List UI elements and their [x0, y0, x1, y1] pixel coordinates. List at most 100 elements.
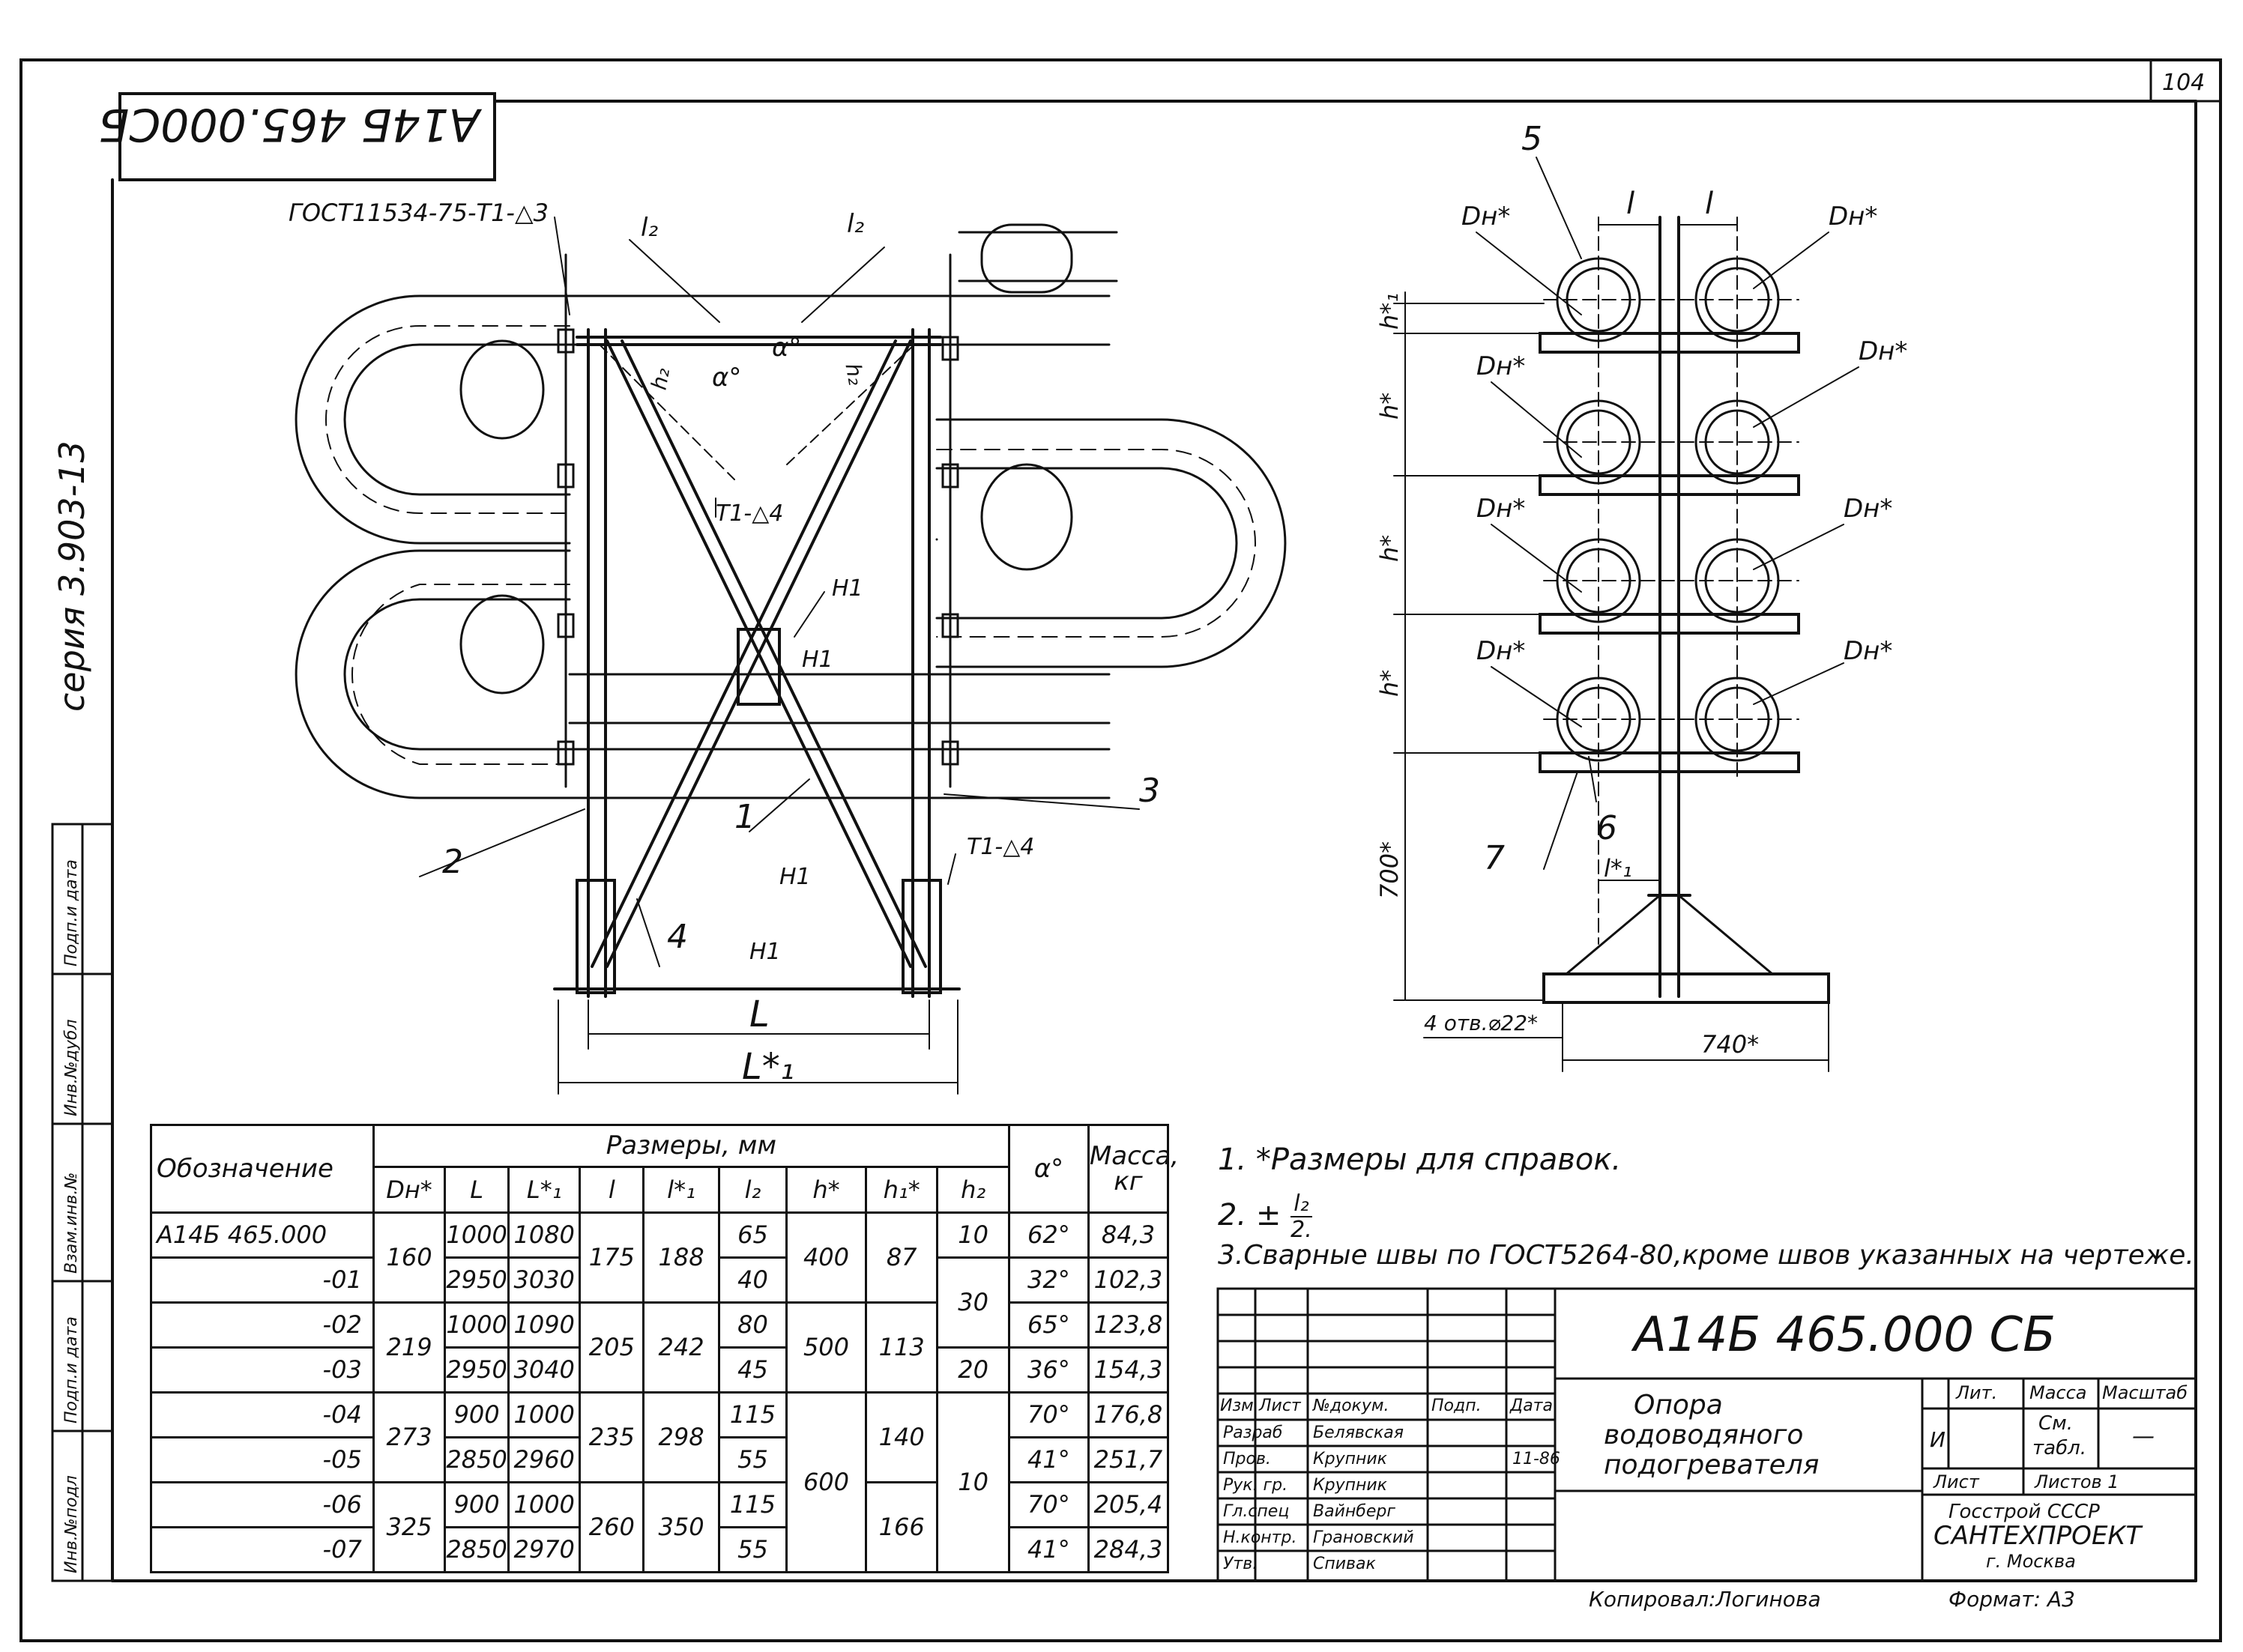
title-line-3: подогревателя: [1604, 1450, 1820, 1480]
cell-h: 600: [785, 1391, 867, 1574]
dn-label-8: Dн*: [1844, 636, 1892, 666]
name-5: Спивак: [1313, 1555, 1376, 1573]
cell-h1: 166: [864, 1480, 939, 1574]
cell-h1: 87: [864, 1211, 939, 1304]
cell-des: -05: [150, 1435, 375, 1483]
cell-l: 205: [579, 1301, 645, 1394]
h2-right-label: h₂: [841, 361, 869, 387]
specification-table: Обозначение Размеры, мм α° Масса, кг Dн*…: [150, 1124, 1179, 1574]
cell-L: 1000: [444, 1211, 510, 1259]
col-L1: L*₁: [507, 1165, 582, 1214]
col-mass: Масса, кг: [1087, 1124, 1179, 1214]
cell-L: 900: [444, 1480, 510, 1528]
mass-value-2: табл.: [2032, 1437, 2086, 1459]
cell-l2: 115: [717, 1391, 788, 1438]
title-line-2: водоводяного: [1604, 1420, 1804, 1450]
dim-l-right: l: [1705, 187, 1713, 221]
rotated-doc-code: А14Б 465.000СБ: [98, 98, 483, 151]
gost-weld-label: ГОСТ11534-75-Т1-△3: [289, 199, 549, 227]
hdr-podp: Подп.: [1431, 1397, 1482, 1415]
stamp-podp-data-1: Подп.и дата: [62, 1316, 81, 1423]
stamp-inv-podl: Инв.№подл: [62, 1475, 81, 1573]
sheets-label: Листов 1: [2035, 1471, 2119, 1492]
col-L: L: [444, 1165, 510, 1214]
cell-dn: 273: [372, 1391, 447, 1483]
table-row: А14Б 465.000 160 1000 1080 175 188 65 40…: [150, 1211, 1170, 1304]
cell-l2: 65: [717, 1211, 788, 1259]
cell-l: 175: [579, 1211, 645, 1304]
role-1: Пров.: [1223, 1450, 1271, 1468]
cell-alpha: 36°: [1007, 1346, 1090, 1394]
dim-700: 700*: [1375, 841, 1404, 899]
hdr-izm: Изм: [1220, 1397, 1254, 1415]
dim-740: 740*: [1701, 1030, 1759, 1059]
cell-alpha: 41°: [1007, 1525, 1090, 1574]
name-0: Белявская: [1313, 1423, 1404, 1442]
series-label: серия 3.903-13: [52, 441, 92, 712]
cell-dn: 160: [372, 1211, 447, 1304]
col-l1: l*₁: [642, 1165, 720, 1214]
cell-dn: 219: [372, 1301, 447, 1394]
h1-mark-d: Н1: [749, 939, 781, 965]
cell-des: -01: [150, 1256, 375, 1304]
holes-label: 4 отв.⌀22*: [1424, 1011, 1538, 1035]
table-row: -02 219 1000 1090 205 242 80 500 113 65°…: [150, 1301, 1170, 1394]
alpha-right-label: α°: [772, 333, 801, 363]
col-l2: l₂: [717, 1165, 788, 1214]
table-row: -04 273 900 1000 235 298 115 600 140 10 …: [150, 1391, 1170, 1574]
note-2-numerator: l₂: [1290, 1191, 1312, 1217]
table-row: -05 2850 2960 55 41° 251,7: [150, 1435, 1170, 1483]
title-block-lines: [1216, 1287, 2197, 1582]
org-santekhproekt: САНТЕХПРОЕКТ: [1933, 1521, 2142, 1551]
col-alpha: α°: [1007, 1124, 1090, 1214]
cell-h1: 113: [864, 1301, 939, 1394]
name-1: Крупник: [1313, 1450, 1387, 1468]
dn-label-6: Dн*: [1844, 494, 1892, 524]
cell-mass: 84,3: [1087, 1211, 1170, 1259]
cell-h2: 30: [936, 1256, 1010, 1349]
position-6: 6: [1596, 809, 1617, 847]
weld-t1-d4-top: Т1-△4: [716, 500, 783, 527]
cell-alpha: 65°: [1007, 1301, 1090, 1349]
cell-des: -07: [150, 1525, 375, 1574]
col-designation: Обозначение: [150, 1124, 375, 1214]
role-2: Рук. гр.: [1223, 1476, 1288, 1495]
cell-l: 235: [579, 1391, 645, 1483]
cell-L1: 1000: [507, 1480, 582, 1528]
weld-t1-d4-bottom: Т1-△4: [967, 834, 1034, 860]
rotated-code-box: [118, 92, 496, 181]
note-3: 3.Сварные швы по ГОСТ5264-80,кроме швов …: [1218, 1240, 2194, 1271]
table-row: -07 2850 2970 55 41° 284,3: [150, 1525, 1170, 1574]
left-view-dimensions: [419, 217, 1140, 1095]
right-view-frame: [1539, 216, 1830, 1004]
cell-mass: 176,8: [1087, 1391, 1170, 1438]
cell-L1: 3030: [507, 1256, 582, 1304]
position-2: 2: [442, 843, 463, 881]
mass-label: Масса: [2029, 1382, 2087, 1403]
sheet-number: 104: [2162, 70, 2205, 96]
dn-label-2: Dн*: [1829, 202, 1877, 232]
l2-right-label: l₂: [847, 209, 864, 239]
date-1: 11-86: [1512, 1450, 1560, 1468]
cell-l2: 40: [717, 1256, 788, 1304]
scale-label: Масштаб: [2102, 1382, 2188, 1403]
position-4: 4: [667, 918, 688, 956]
cell-h2: 10: [936, 1211, 1010, 1259]
h2-left-label: h₂: [647, 366, 675, 392]
cell-alpha: 32°: [1007, 1256, 1090, 1304]
cell-l2: 115: [717, 1480, 788, 1528]
dn-label-5: Dн*: [1476, 494, 1525, 524]
left-view-frame: [553, 253, 961, 998]
note-1: 1. *Размеры для справок.: [1218, 1143, 1622, 1177]
position-1: 1: [734, 798, 755, 836]
cell-h: 500: [785, 1301, 867, 1394]
dn-label-1: Dн*: [1461, 202, 1510, 232]
cell-des: -03: [150, 1346, 375, 1394]
cell-l2: 80: [717, 1301, 788, 1349]
table-row: -01 2950 3030 40 30 32° 102,3: [150, 1256, 1170, 1349]
name-3: Вайнберг: [1313, 1502, 1395, 1521]
cell-l2: 55: [717, 1435, 788, 1483]
col-h2: h₂: [936, 1165, 1010, 1214]
dim-l-left: l: [1626, 187, 1634, 221]
